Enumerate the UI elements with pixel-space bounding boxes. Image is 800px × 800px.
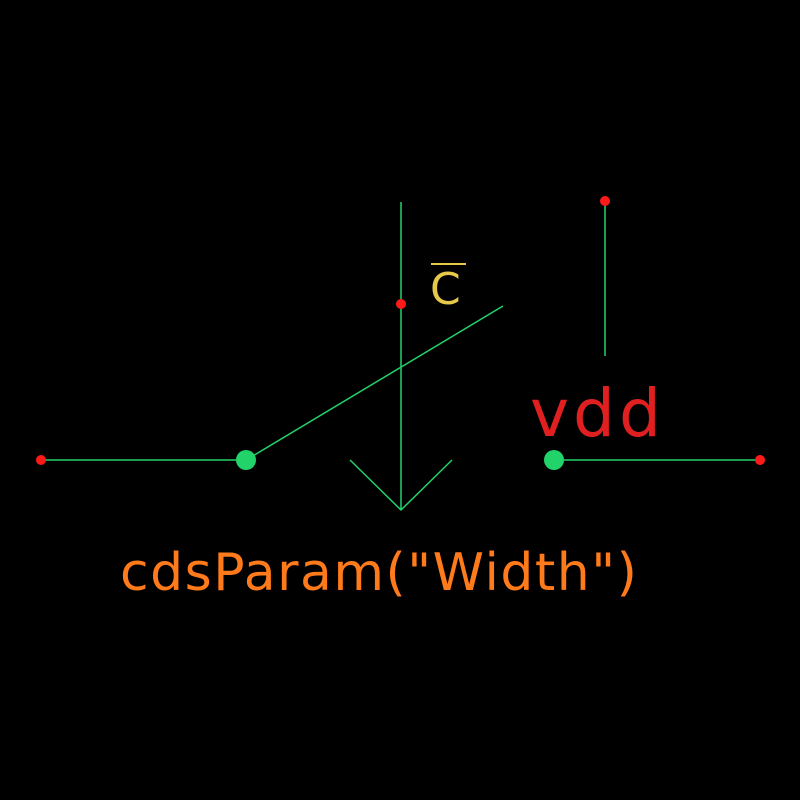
left-contact-dot — [236, 450, 256, 470]
right-terminal-pin[interactable] — [755, 455, 765, 465]
control-arrowhead — [349, 459, 453, 512]
control-terminal-pin[interactable] — [396, 299, 406, 309]
switch-blade[interactable] — [245, 305, 504, 461]
supply-label: vdd — [530, 375, 665, 452]
parameter-label: cdsParam("Width") — [120, 543, 638, 603]
control-label: C — [430, 264, 461, 315]
right-contact-dot — [544, 450, 564, 470]
supply-terminal-pin[interactable] — [600, 196, 610, 206]
left-terminal-pin[interactable] — [36, 455, 46, 465]
